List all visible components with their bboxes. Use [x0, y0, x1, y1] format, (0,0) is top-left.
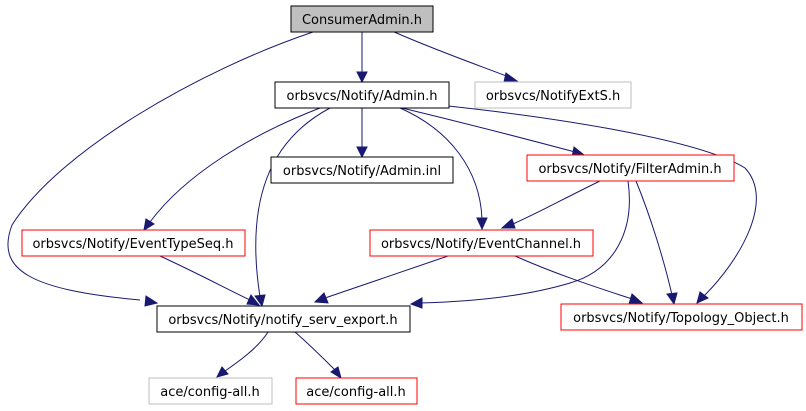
node-label: orbsvcs/Notify/Admin.inl	[283, 164, 441, 179]
node-label: orbsvcs/Notify/FilterAdmin.h	[538, 162, 721, 177]
node-config-all[interactable]: ace/config-all.h	[295, 377, 418, 405]
arrowhead-icon	[144, 295, 159, 307]
edge-notify-serv-export-to-config-all	[294, 331, 336, 371]
arrowhead-icon	[216, 366, 229, 378]
arrowhead-icon	[666, 292, 678, 306]
node-consumer-admin[interactable]: ConsumerAdmin.h	[290, 5, 434, 33]
edge-admin-to-eventtypeseq	[149, 107, 321, 223]
edge-filteradmin-to-eventchannel	[512, 180, 601, 225]
node-filteradmin[interactable]: orbsvcs/Notify/FilterAdmin.h	[526, 154, 735, 182]
edge-admin-to-topology-object	[447, 105, 757, 297]
node-label: orbsvcs/Notify/Admin.h	[287, 89, 438, 104]
node-label: orbsvcs/Notify/EventChannel.h	[381, 237, 581, 252]
node-notify-serv-export[interactable]: orbsvcs/Notify/notify_serv_export.h	[156, 305, 411, 333]
node-label: orbsvcs/Notify/notify_serv_export.h	[168, 313, 397, 328]
arrowhead-icon	[476, 217, 488, 231]
dependency-edges	[7, 30, 757, 380]
edge-filteradmin-to-topology-object	[635, 180, 673, 296]
node-admin-inl[interactable]: orbsvcs/Notify/Admin.inl	[270, 156, 454, 184]
arrowhead-icon	[356, 71, 368, 84]
edge-admin-to-notify-serv-export	[255, 107, 331, 298]
edge-admin-to-filteradmin	[401, 107, 576, 153]
node-notifyexts[interactable]: orbsvcs/NotifyExtS.h	[474, 81, 632, 109]
arrowhead-icon	[313, 292, 329, 304]
node-config-all-missing[interactable]: ace/config-all.h	[148, 377, 273, 405]
arrowhead-icon	[330, 366, 342, 380]
edge-eventtypeseq-to-notify-serv-export	[159, 255, 251, 301]
edge-admin-to-eventchannel	[399, 107, 483, 220]
node-admin[interactable]: orbsvcs/Notify/Admin.h	[274, 81, 450, 109]
node-label: ConsumerAdmin.h	[302, 13, 422, 28]
arrowhead-icon	[628, 293, 644, 305]
node-label: orbsvcs/Notify/EventTypeSeq.h	[32, 237, 233, 252]
arrowhead-icon	[143, 218, 155, 231]
edge-consumer-admin-to-notify-serv-export	[7, 31, 314, 301]
arrowhead-icon	[503, 72, 519, 83]
node-label: ace/config-all.h	[160, 385, 260, 400]
edge-eventchannel-to-notify-serv-export	[324, 255, 449, 299]
edge-eventchannel-to-topology-object	[514, 255, 633, 300]
dependency-nodes: ConsumerAdmin.h orbsvcs/Notify/Admin.h o…	[21, 5, 803, 405]
arrowhead-icon	[500, 218, 516, 229]
edge-filteradmin-to-notify-serv-export	[419, 180, 630, 304]
edge-notify-serv-export-to-config-all-missing	[224, 331, 269, 372]
node-eventchannel[interactable]: orbsvcs/Notify/EventChannel.h	[369, 229, 594, 257]
node-label: orbsvcs/NotifyExtS.h	[486, 89, 620, 104]
node-label: orbsvcs/Notify/Topology_Object.h	[573, 311, 789, 326]
edge-consumer-admin-to-notifyexts	[391, 30, 510, 78]
arrowhead-icon	[254, 294, 266, 308]
node-label: ace/config-all.h	[306, 385, 406, 400]
arrowhead-icon	[246, 294, 261, 306]
arrowhead-icon	[696, 291, 709, 304]
arrowhead-icon	[356, 146, 368, 159]
node-topology-object[interactable]: orbsvcs/Notify/Topology_Object.h	[560, 303, 803, 331]
node-eventtypeseq[interactable]: orbsvcs/Notify/EventTypeSeq.h	[21, 229, 246, 257]
arrowhead-icon	[409, 297, 423, 309]
